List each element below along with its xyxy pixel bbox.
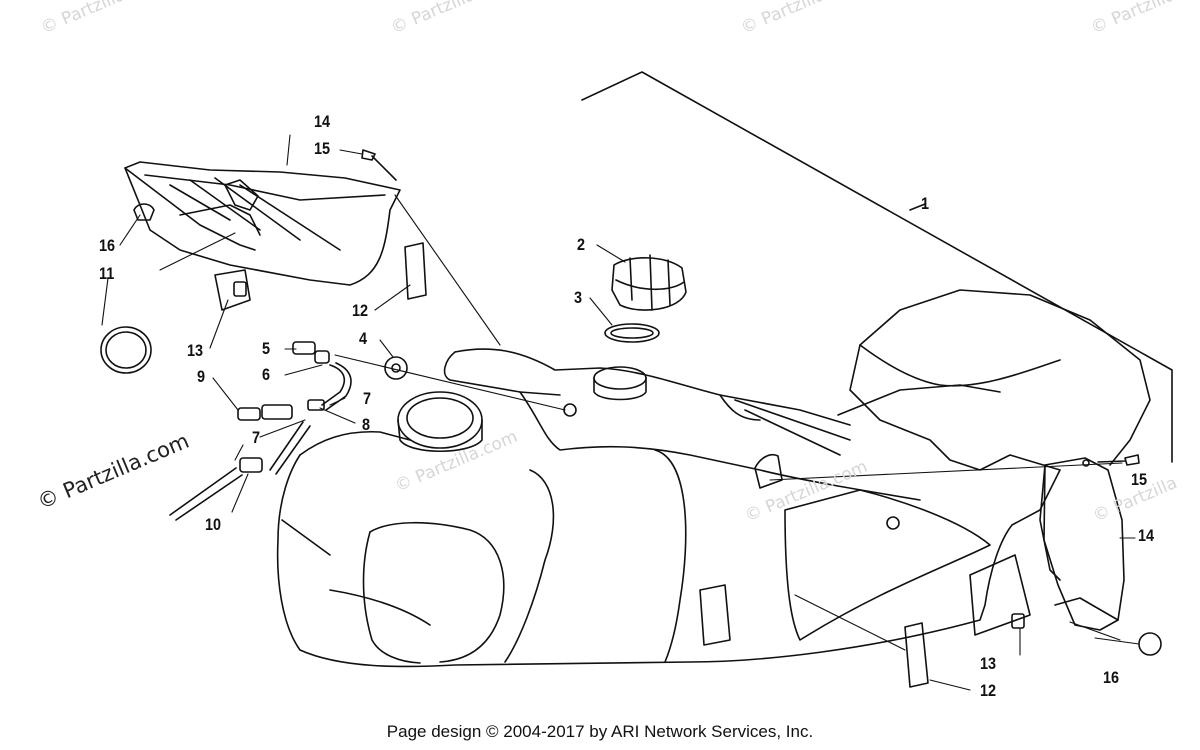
callout-13-right: 13 bbox=[980, 654, 997, 673]
left-mount-bracket bbox=[214, 269, 251, 311]
left-side-panel bbox=[124, 161, 401, 286]
filler-neck bbox=[593, 366, 647, 401]
right-foam-strip bbox=[904, 622, 929, 688]
pump-opening-ring bbox=[397, 391, 483, 453]
clamp-ring bbox=[100, 326, 152, 374]
right-mount-bracket bbox=[969, 554, 1031, 636]
callout-4: 4 bbox=[359, 329, 368, 348]
callout-10: 10 bbox=[205, 515, 222, 534]
callout-5: 5 bbox=[262, 339, 271, 358]
fuel-fittings bbox=[169, 341, 352, 521]
callout-8: 8 bbox=[362, 415, 371, 434]
callout-7-lower: 7 bbox=[252, 428, 261, 447]
callout-1: 1 bbox=[921, 194, 930, 213]
callout-3: 3 bbox=[574, 288, 583, 307]
right-side-panel bbox=[1039, 457, 1125, 631]
right-rubber-mount bbox=[1138, 632, 1162, 656]
callout-9: 9 bbox=[197, 367, 206, 386]
callout-2: 2 bbox=[577, 235, 586, 254]
left-foam-strip bbox=[404, 242, 427, 300]
callout-12-right: 12 bbox=[980, 681, 997, 700]
grommet bbox=[384, 356, 408, 380]
callout-15-left: 15 bbox=[314, 139, 331, 158]
callout-13-left: 13 bbox=[187, 341, 204, 360]
callout-11: 11 bbox=[99, 264, 115, 283]
callout-16-left: 16 bbox=[99, 236, 116, 255]
fuel-tank bbox=[276, 289, 1151, 668]
callout-14-left: 14 bbox=[314, 112, 331, 131]
left-rubber-mount bbox=[133, 203, 155, 221]
cap-gasket bbox=[604, 323, 660, 343]
leader-lines bbox=[101, 134, 1140, 691]
screws bbox=[361, 149, 1140, 466]
assembly-bracket-line bbox=[581, 71, 1173, 463]
callout-15-right: 15 bbox=[1131, 470, 1148, 489]
callout-7-upper: 7 bbox=[363, 389, 372, 408]
callout-12-left: 12 bbox=[352, 301, 369, 320]
callout-14-right: 14 bbox=[1138, 526, 1155, 545]
callout-6: 6 bbox=[262, 365, 271, 384]
copyright-footer: Page design © 2004-2017 by ARI Network S… bbox=[386, 722, 814, 741]
callout-16-right: 16 bbox=[1103, 668, 1120, 687]
fuel-cap bbox=[611, 254, 687, 311]
